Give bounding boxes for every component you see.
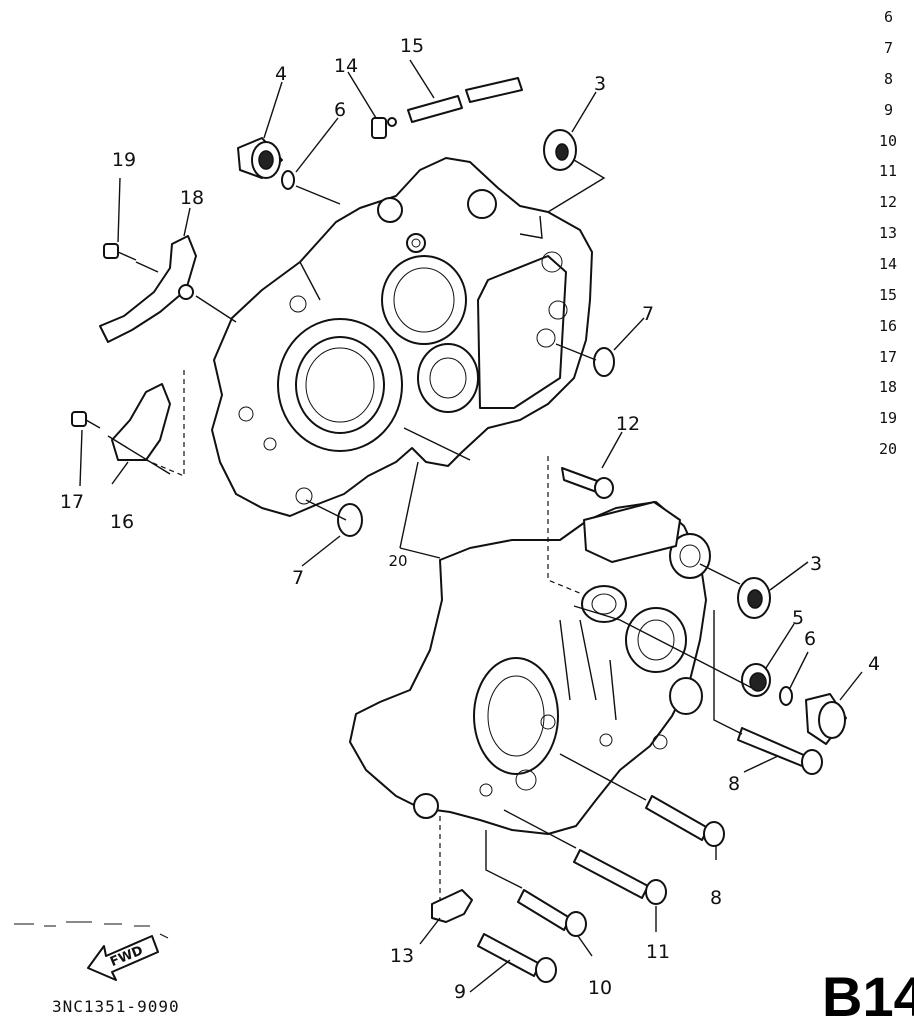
bolt-8-lower — [645, 795, 725, 847]
callout-16: 16 — [110, 511, 134, 533]
callout-6-lower: 6 — [804, 628, 816, 650]
bearing-5 — [741, 663, 771, 697]
callout-5: 5 — [792, 607, 804, 629]
screw-17 — [71, 411, 101, 429]
page-code: B14 — [822, 965, 914, 1028]
legend-num: 6 — [884, 8, 893, 26]
callout-8-upper: 8 — [728, 773, 740, 795]
callout-6-upper: 6 — [334, 99, 346, 121]
fitting-nipple — [371, 117, 397, 139]
bolt-8-upper — [737, 727, 823, 775]
bushing-lower — [805, 693, 847, 745]
legend-num: 18 — [879, 378, 897, 396]
bolt-12 — [561, 467, 614, 499]
oil-seal-lower — [737, 577, 771, 619]
o-ring-lower — [779, 686, 793, 706]
right-crankcase-half — [349, 501, 711, 835]
legend-num: 12 — [879, 193, 897, 211]
legend-numbers: 6 7 8 9 10 11 12 13 14 15 16 17 18 19 20 — [879, 8, 897, 458]
callout-11: 11 — [646, 941, 670, 963]
callout-4-upper: 4 — [275, 63, 287, 85]
callout-17: 17 — [60, 491, 84, 513]
dowel-upper — [593, 347, 615, 377]
callout-7-lower: 7 — [292, 567, 304, 589]
o-ring-upper — [281, 170, 295, 190]
stopper-lever — [99, 235, 197, 343]
dowel-pins — [407, 77, 523, 123]
left-crankcase-half — [211, 157, 593, 517]
callouts: 4 6 14 15 3 19 18 7 17 16 7 20 12 3 5 6 … — [60, 35, 880, 1003]
callout-15: 15 — [400, 35, 424, 57]
callout-12: 12 — [616, 413, 640, 435]
legend-num: 10 — [879, 132, 897, 150]
callout-19: 19 — [112, 149, 136, 171]
legend-num: 8 — [884, 70, 893, 88]
legend-num: 9 — [884, 101, 893, 119]
bracket-13 — [431, 889, 473, 923]
legend-num: 13 — [879, 224, 897, 242]
callout-3-upper: 3 — [594, 73, 606, 95]
callout-10: 10 — [588, 977, 612, 999]
legend-num: 20 — [879, 440, 897, 458]
leader-lines — [79, 59, 863, 993]
callout-7-upper: 7 — [642, 303, 654, 325]
bushing-upper — [237, 137, 283, 179]
shift-lever — [111, 383, 171, 461]
fwd-arrow: FWD — [14, 921, 169, 981]
legend-num: 15 — [879, 286, 897, 304]
lever-pivot — [178, 284, 194, 300]
callout-13: 13 — [390, 945, 414, 967]
bolt-10 — [517, 889, 587, 937]
callout-9: 9 — [454, 981, 466, 1003]
callout-14: 14 — [334, 55, 358, 77]
legend-num: 14 — [879, 255, 897, 273]
callout-4-lower: 4 — [868, 653, 880, 675]
screw-19 — [103, 243, 137, 261]
oil-seal-upper — [543, 129, 577, 171]
legend-num: 16 — [879, 317, 897, 335]
document-id: 3NC1351-9090 — [52, 997, 180, 1016]
callout-3-lower: 3 — [810, 553, 822, 575]
bolt-9 — [477, 933, 557, 983]
callout-8-lower: 8 — [710, 887, 722, 909]
dowel-lower — [337, 503, 363, 537]
legend-num: 7 — [884, 39, 893, 57]
legend-num: 17 — [879, 348, 897, 366]
callout-18: 18 — [180, 187, 204, 209]
legend-num: 11 — [879, 162, 897, 180]
legend-num: 19 — [879, 409, 897, 427]
callout-20: 20 — [388, 552, 407, 570]
bolt-11 — [573, 849, 667, 905]
